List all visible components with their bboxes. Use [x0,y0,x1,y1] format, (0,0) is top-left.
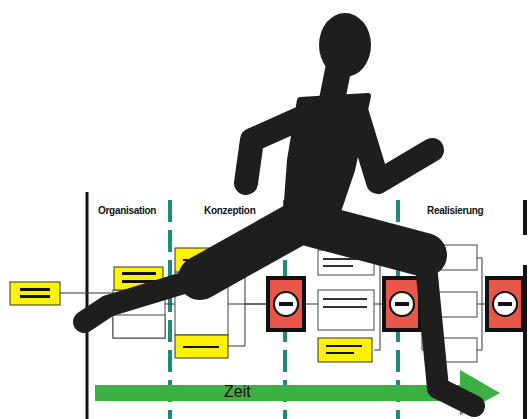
gate-dash [498,302,512,306]
gate-fill [270,280,302,328]
wire [477,304,486,305]
text-bar [122,272,156,275]
phase-label: Konzeption [204,206,255,216]
text-bar [323,298,367,300]
milestone-gate [266,276,306,332]
runner-silhouette [84,13,474,406]
runner-arm [246,115,308,183]
gate-fill [489,280,521,328]
wire [374,304,383,305]
wire [306,304,318,305]
text-bar [323,306,367,308]
text-bars [323,258,367,308]
gate-circle [274,292,298,316]
milestone-gate [485,276,525,332]
gate-frame [266,276,306,332]
phase-label: Organisation [98,206,156,216]
text-bar [183,346,219,348]
axis-label: Zeit [224,384,251,400]
text-bar [326,352,354,354]
phase-line [523,200,527,235]
phase-line [86,192,89,419]
text-bar [20,288,50,291]
activity-box [318,290,374,330]
runner-shin [84,278,200,322]
gate-dash [395,302,409,306]
gate-dash [279,302,293,306]
gate-frame [485,276,525,332]
text-bar [326,345,362,347]
runner-thigh [200,222,300,278]
gate-circle [493,292,517,316]
phase-label: Realisierung [427,206,483,216]
gate-circle [390,292,414,316]
document-box [10,282,60,305]
gate-frame [382,276,422,332]
runner-arm [356,110,432,182]
bracket [374,262,380,350]
milestone-gate [382,276,422,332]
runner-shin [425,255,474,406]
text-bar [20,295,50,298]
runner-thigh [312,225,425,255]
wire [60,293,113,294]
wire [245,304,266,305]
text-bar [323,265,353,267]
document-box [318,338,372,362]
gate-fill [386,280,418,328]
document-box [175,335,228,358]
activity-box [113,315,165,338]
